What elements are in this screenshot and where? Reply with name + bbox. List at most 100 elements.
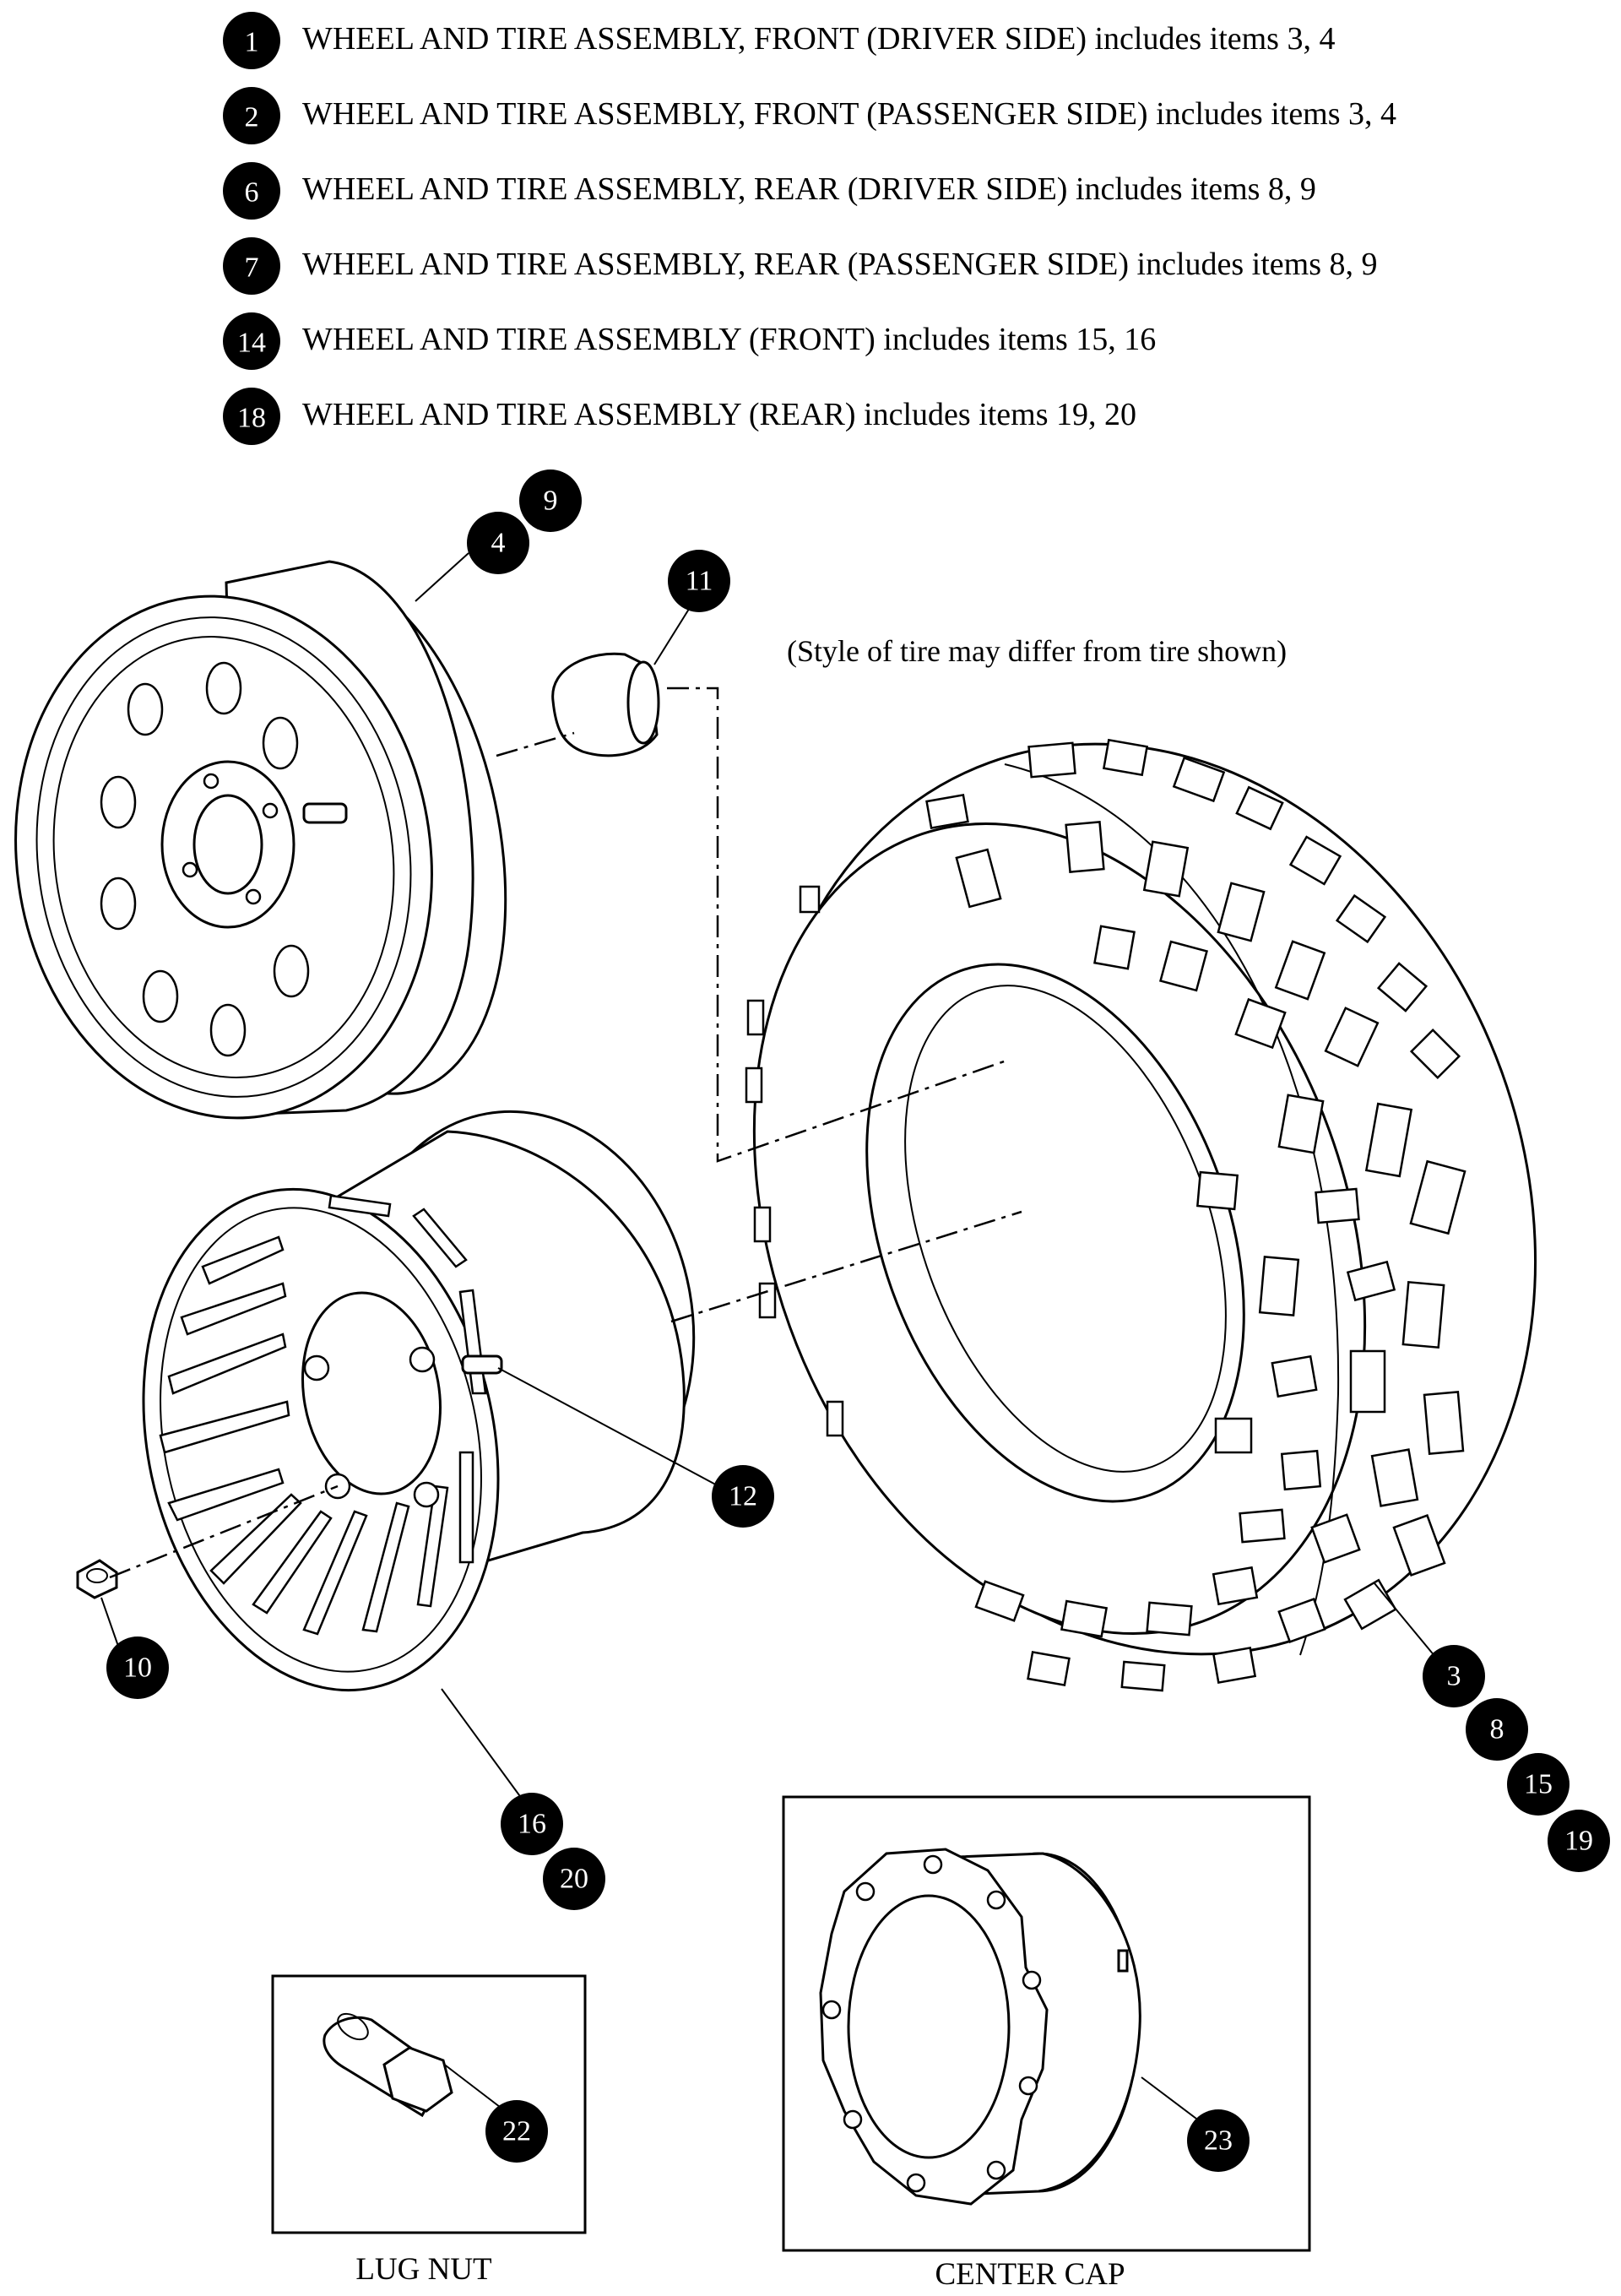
tire <box>745 738 1537 1692</box>
sidewall-nub <box>753 1206 772 1243</box>
callout-number: 16 <box>518 1809 546 1840</box>
alloy-wheel-spoke-slots <box>159 1194 487 1636</box>
tread-lug <box>1146 1601 1193 1637</box>
lug-nut-thread <box>86 1568 108 1583</box>
center-cap-bolt-hole <box>906 2173 926 2193</box>
legend-callout-number: 6 <box>245 177 259 209</box>
alloy-wheel-rim-lip <box>160 1207 482 1673</box>
tread-lug <box>1159 940 1208 992</box>
wheel-vent-hole <box>205 661 242 715</box>
callout-number: 15 <box>1524 1769 1553 1800</box>
callout-8: 8 <box>1466 1698 1528 1761</box>
callout-circle <box>106 1637 169 1699</box>
callout-number: 20 <box>560 1864 588 1895</box>
center-cap <box>551 652 660 757</box>
legend-item-18: 18 WHEEL AND TIRE ASSEMBLY (REAR) includ… <box>223 388 1136 445</box>
tread-lug <box>1217 882 1266 942</box>
legend-callout-number: 2 <box>245 102 259 133</box>
legend-callout-circle <box>223 237 280 295</box>
tire-style-note: (Style of tire may differ from tire show… <box>787 634 1287 668</box>
callout-circle <box>1507 1753 1569 1816</box>
spoke-slot <box>167 1468 285 1522</box>
callout-number: 9 <box>544 486 558 517</box>
center-cap-bolt-hole <box>923 1854 943 1875</box>
steel-wheel-center-bore <box>192 794 263 895</box>
lug-bolt-hole <box>413 1481 440 1508</box>
spoke-slot <box>201 1235 285 1285</box>
sidewall-nub <box>799 885 821 914</box>
callout-number: 8 <box>1490 1714 1504 1745</box>
tread-lug <box>1212 1646 1257 1685</box>
tread-lug <box>1423 1391 1465 1455</box>
callout-circle <box>1423 1645 1485 1707</box>
callout-number: 4 <box>491 528 506 559</box>
tread-lug <box>1376 962 1429 1012</box>
lug-bolt-hole <box>203 773 220 790</box>
legend-item-6: 6 WHEEL AND TIRE ASSEMBLY, REAR (DRIVER … <box>223 162 1316 220</box>
legend-callout-number: 18 <box>237 403 266 434</box>
callouts: 9 4 11 12 10 16 20 3 <box>106 470 1610 1910</box>
tread-lug <box>1027 741 1076 779</box>
callout-circle <box>1466 1698 1528 1761</box>
legend-callout-circle <box>223 312 280 370</box>
callout-number: 23 <box>1204 2125 1233 2157</box>
legend-callout-number: 14 <box>237 328 266 359</box>
legend: 1 WHEEL AND TIRE ASSEMBLY, FRONT (DRIVER… <box>223 12 1396 445</box>
tread-lug <box>1027 1650 1071 1687</box>
tread-lug <box>1277 1094 1325 1154</box>
callout-circle <box>668 550 730 612</box>
wheel-vent-hole <box>262 716 299 770</box>
lug-bolt-hole <box>262 802 279 819</box>
legend-item-text: WHEEL AND TIRE ASSEMBLY, FRONT (PASSENGE… <box>302 96 1396 132</box>
center-cap-bolt-hole <box>855 1881 876 1902</box>
alloy-wheel <box>142 1110 696 1692</box>
tread-lug <box>1346 1260 1396 1302</box>
tread-lug <box>1271 1354 1318 1398</box>
tread-lug <box>1401 1280 1445 1349</box>
steel-wheel-face-edge <box>52 636 395 1078</box>
lug-bolt-hole <box>245 888 262 905</box>
callout-number: 22 <box>502 2116 531 2147</box>
wheel-vent-hole <box>142 969 179 1023</box>
center-cap-bolt-hole <box>843 2109 863 2130</box>
tire-tread-lugs <box>745 738 1466 1692</box>
sidewall-nub <box>746 999 765 1036</box>
spoke-slot <box>416 1485 449 1608</box>
tread-lug <box>1234 997 1287 1050</box>
leader-line <box>653 599 696 665</box>
tread-lug <box>1142 840 1190 898</box>
tread-lug <box>1172 756 1226 803</box>
lug-bolt-hole <box>182 861 198 878</box>
center-cap-inset: 23 CENTER CAP <box>782 1795 1311 2292</box>
tread-lug <box>1195 1170 1239 1211</box>
legend-callout-circle <box>223 87 280 144</box>
tread-lug <box>1288 835 1342 886</box>
tread-lug <box>1277 1598 1326 1643</box>
assembly-line <box>667 687 1010 1163</box>
leader-line <box>497 1367 723 1489</box>
sidewall-nub <box>758 1282 777 1319</box>
legend-item-text: WHEEL AND TIRE ASSEMBLY (REAR) includes … <box>302 397 1136 432</box>
legend-item-14: 14 WHEEL AND TIRE ASSEMBLY (FRONT) inclu… <box>223 312 1156 370</box>
legend-callout-circle <box>223 162 280 220</box>
callout-number: 10 <box>123 1653 152 1684</box>
lug-nut-caption: LUG NUT <box>355 2252 491 2287</box>
tread-lug <box>1235 785 1284 831</box>
tread-lug <box>974 1580 1025 1622</box>
wheel-vent-hole <box>209 1003 247 1057</box>
callout-number: 19 <box>1564 1826 1593 1857</box>
spoke-slot <box>458 1451 474 1564</box>
lug-nut-inset-frame <box>271 1974 587 2234</box>
sidewall-nub <box>826 1400 844 1437</box>
assembly-line <box>109 1485 339 1579</box>
callout-circle <box>712 1465 774 1528</box>
tread-lug <box>1065 821 1105 873</box>
legend-item-text: WHEEL AND TIRE ASSEMBLY, FRONT (DRIVER S… <box>302 21 1335 57</box>
tread-lug <box>955 848 1002 909</box>
center-cap-face <box>847 1894 1011 2159</box>
tread-lug <box>1280 1449 1322 1491</box>
sidewall-nub <box>745 1067 763 1104</box>
legend-item-7: 7 WHEEL AND TIRE ASSEMBLY, REAR (PASSENG… <box>223 237 1377 295</box>
callout-11: 11 <box>668 550 730 612</box>
callout-number: 11 <box>686 566 713 597</box>
